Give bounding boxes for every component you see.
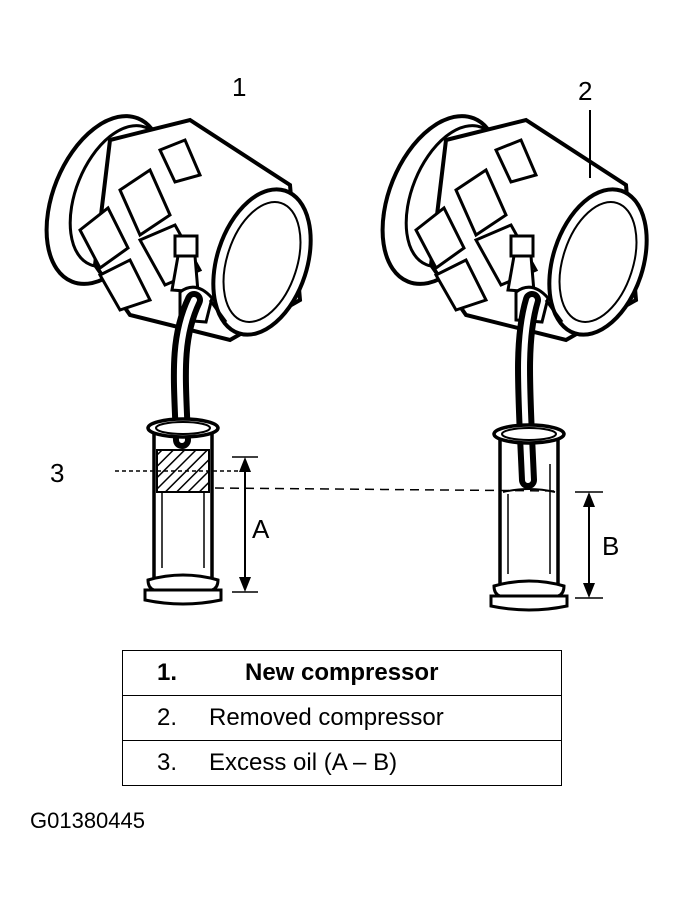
legend-row: 3. Excess oil (A – B): [122, 740, 562, 786]
legend-text: Removed compressor: [209, 704, 444, 731]
callout-3: 3: [50, 458, 64, 488]
right-hose: [515, 291, 541, 489]
figure-id: G01380445: [30, 808, 145, 833]
dimension-a-label: A: [252, 514, 270, 544]
legend-row: 1. New compressor: [122, 650, 562, 696]
legend-text: New compressor: [245, 659, 439, 686]
dimension-b-label: B: [602, 531, 619, 561]
dimension-b: [575, 491, 603, 599]
legend-row: 2. Removed compressor: [122, 695, 562, 741]
legend-text: Excess oil (A – B): [209, 749, 398, 776]
dimension-a: [232, 456, 258, 593]
new-compressor: [21, 96, 330, 350]
callout-2: 2: [578, 76, 592, 106]
legend-number: 3.: [157, 749, 178, 776]
legend-number: 1.: [157, 659, 178, 686]
oil-level-reference: [214, 487, 561, 492]
removed-compressor: [357, 96, 666, 350]
callout-1: 1: [232, 72, 246, 102]
legend-number: 2.: [157, 704, 178, 731]
legend-table: 1. New compressor 2. Removed compressor 3.…: [122, 650, 562, 786]
